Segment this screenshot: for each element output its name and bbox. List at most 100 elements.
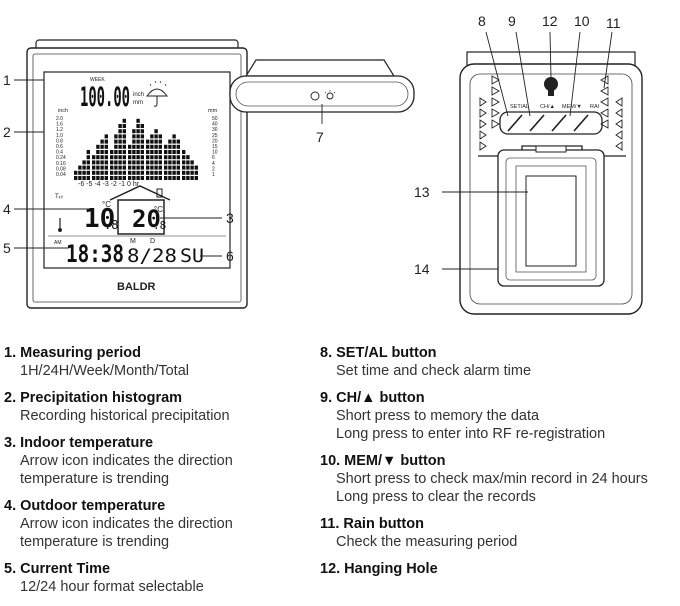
grille-notch — [479, 130, 487, 140]
set-al-button[interactable] — [507, 114, 523, 132]
histogram-segment — [186, 170, 190, 175]
histogram-segment — [118, 176, 122, 180]
histogram-segment — [104, 139, 108, 144]
hist-right-tick: 50 — [212, 116, 218, 122]
signal-icon: Tₓₗₗ — [55, 194, 63, 200]
callout-4: 4 — [3, 201, 11, 217]
histogram-segment — [176, 165, 180, 170]
histogram-segment — [136, 134, 140, 139]
legend-item-desc: Arrow icon indicates the direction — [20, 453, 233, 469]
brand-logo: BALDR — [117, 281, 156, 293]
histogram-segment — [118, 144, 122, 149]
histogram-segment — [78, 165, 82, 170]
histogram-segment — [128, 144, 132, 149]
histogram-segment — [154, 176, 158, 180]
hist-right-tick: 2 — [212, 166, 215, 172]
legend-item: 12. Hanging Hole — [320, 561, 650, 578]
outdoor-temp: 10 — [84, 204, 115, 234]
histogram-segment — [86, 170, 90, 175]
histogram-segment — [132, 165, 136, 170]
histogram-segment — [122, 139, 126, 144]
hist-right-tick: 30 — [212, 127, 218, 133]
legend-item-desc: Recording historical precipitation — [20, 408, 230, 424]
legend-item-title: 2. Precipitation histogram — [4, 390, 183, 406]
histogram-segment — [136, 124, 140, 128]
histogram-segment — [140, 165, 144, 170]
histogram-segment — [128, 165, 132, 170]
histogram-segment — [78, 170, 82, 175]
histogram-segment — [122, 150, 126, 154]
callout-1: 1 — [3, 72, 11, 88]
histogram-segment — [150, 170, 154, 175]
histogram-segment — [154, 134, 158, 139]
histogram-segment — [154, 155, 158, 160]
histogram-segment — [182, 155, 186, 160]
current-date: 8/28 — [127, 245, 177, 267]
hist-right-tick: 6 — [212, 155, 215, 161]
histogram-segment — [154, 165, 158, 170]
histogram-segment — [110, 160, 114, 165]
hist-left-tick: 0.04 — [56, 172, 66, 178]
histogram-segment — [136, 155, 140, 160]
histogram-segment — [118, 150, 122, 154]
histogram-segment — [172, 144, 176, 149]
hist-right-tick: 10 — [212, 150, 218, 156]
grille-notch — [479, 141, 487, 151]
histogram-segment — [82, 170, 86, 175]
rain-button[interactable] — [573, 114, 589, 132]
legend-item-title: 8. SET/AL button — [320, 345, 437, 361]
histogram-segment — [154, 160, 158, 165]
set-al-label: SET/AL — [510, 104, 529, 110]
histogram-segment — [122, 124, 126, 128]
histogram-segment — [176, 155, 180, 160]
histogram-segment — [100, 150, 104, 154]
histogram-segment — [114, 170, 118, 175]
histogram-segment — [110, 170, 114, 175]
grille-notch — [491, 119, 500, 129]
histogram-segment — [96, 150, 100, 154]
histogram-segment — [146, 170, 150, 175]
histogram-segment — [114, 165, 118, 170]
histogram-segment — [190, 170, 194, 175]
legend-item-desc: 1H/24H/Week/Month/Total — [20, 363, 189, 379]
hist-right-tick: 25 — [212, 133, 218, 139]
histogram-segment — [114, 150, 118, 154]
histogram-segment — [118, 165, 122, 170]
callout-10: 10 — [574, 13, 590, 29]
callout-13: 13 — [414, 184, 430, 200]
histogram-segment — [104, 165, 108, 170]
legend-item-desc: Short press to check max/min record in 2… — [336, 471, 648, 487]
histogram-segment — [100, 160, 104, 165]
histogram-segment — [74, 170, 78, 175]
ch-up-button[interactable] — [529, 114, 545, 132]
histogram-segment — [168, 170, 172, 175]
histogram-segment — [118, 155, 122, 160]
histogram-segment — [104, 176, 108, 180]
histogram-segment — [158, 139, 162, 144]
histogram-segment — [186, 155, 190, 160]
histogram-segment — [122, 134, 126, 139]
hist-right-tick: 40 — [212, 122, 218, 128]
histogram-segment — [114, 134, 118, 139]
histogram-segment — [140, 176, 144, 180]
back-buttons — [507, 114, 589, 132]
grille-notch — [479, 119, 487, 129]
histogram-segment — [122, 144, 126, 149]
histogram-segment — [96, 165, 100, 170]
histogram-segment — [182, 150, 186, 154]
histogram-segment — [100, 170, 104, 175]
mem-down-button[interactable] — [551, 114, 567, 132]
histogram-segment — [146, 144, 150, 149]
histogram-segment — [86, 150, 90, 154]
histogram-segment — [128, 150, 132, 154]
histogram-segment — [118, 170, 122, 175]
histogram-segment — [128, 176, 132, 180]
histogram-segment — [176, 139, 180, 144]
ch-label: CH/▲ — [540, 104, 555, 110]
